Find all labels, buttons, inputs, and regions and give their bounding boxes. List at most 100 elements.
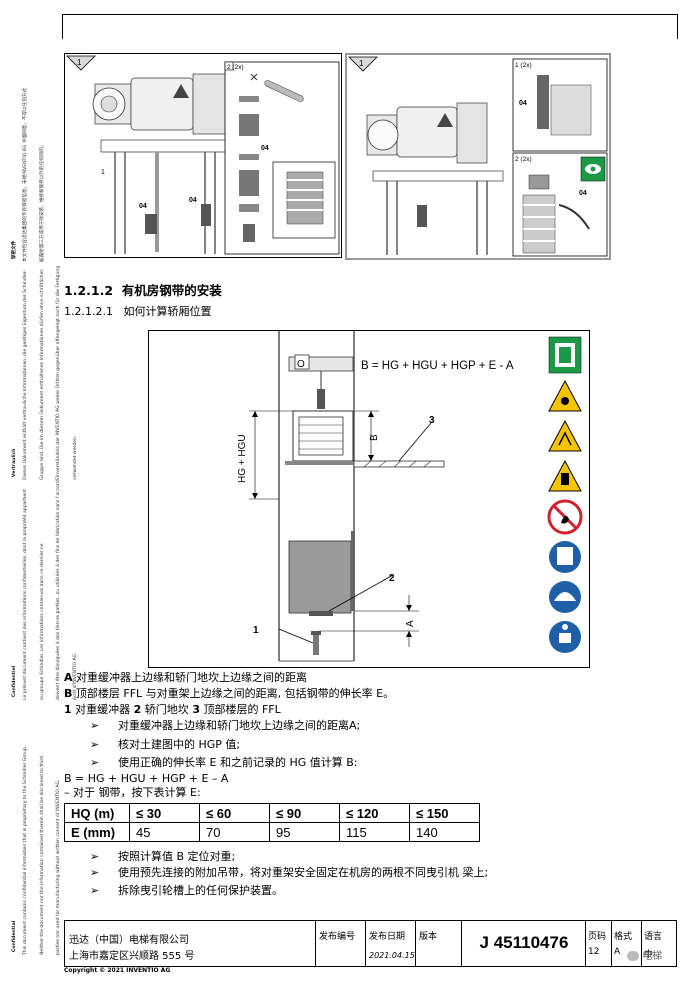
part-label: 04 <box>189 197 197 204</box>
footer-format-cell: 格式 A <box>611 921 642 966</box>
bullet-arrow-icon: ➢ <box>90 756 100 769</box>
dim-label-a: A <box>405 620 416 627</box>
footer-doc-number: J 45110476 <box>479 933 569 952</box>
detail-label: 1 (2x) <box>515 62 532 69</box>
illustration-top-left: 1 1 04 04 2 (2x) 04 <box>64 53 342 258</box>
step-item: ➢对重缓冲器上边缘和轿门地坎上边缘之间的距离A; <box>90 719 360 733</box>
table-row: E (mm) 45 70 95 115 140 <box>64 822 480 842</box>
footer-version-cell: 版本 <box>415 921 462 966</box>
callout-2: 2 <box>389 573 395 584</box>
table-cell: 95 <box>269 822 340 842</box>
table-cell: 115 <box>339 822 410 842</box>
table-header-row: HQ (m) ≤ 30 ≤ 60 ≤ 90 ≤ 120 ≤ 150 <box>64 803 480 823</box>
subsection-heading: 1.2.1.2.1 如何计算轿厢位置 <box>64 303 211 319</box>
footer-page-label: 页码 <box>588 932 607 942</box>
table-cell: HQ (m) <box>64 803 130 823</box>
sidebar-cn-line: 披露给第三方或用于除安装、维修和保养以外的任何目的。 <box>39 142 45 262</box>
car-position-figure: O 3 B HG + HGU <box>148 330 590 668</box>
callout-1: 1 <box>253 625 259 636</box>
illustration-top-right: 1 1 (2x) 04 2 (2x) 04 <box>345 53 611 260</box>
table-cell: 70 <box>199 822 270 842</box>
subsection-number: 1.2.1.2.1 <box>64 305 113 318</box>
sidebar-en-title: Confidential <box>11 920 17 953</box>
watermark-badge: 电梯 <box>627 947 662 962</box>
formula-text: B = HG + HGU + HGP + E – A <box>64 772 229 785</box>
sidebar-fr-line: écrit d'INVENTIO AG. <box>73 652 79 700</box>
dim-label-hg-hgu: HG + HGU <box>237 434 248 483</box>
sidebar-en-line: parties nor used for manufacturing witho… <box>56 779 62 955</box>
sidebar-fr-line: doivent être divulguées à des tierces pa… <box>56 480 62 700</box>
section-heading: 1.2.1.2 有机房钢带的安装 <box>64 280 222 299</box>
shaft-diagram: O 3 B HG + HGU <box>237 331 583 662</box>
table-cell: ≤ 60 <box>199 803 270 823</box>
table-cell: ≤ 150 <box>409 803 480 823</box>
footer-issue-date: 2021.04.15 <box>369 951 415 960</box>
falling-objects-warning-icon <box>548 379 582 412</box>
machine-drawing-right: 1 1 (2x) 04 2 (2x) 04 <box>348 56 608 257</box>
bullet-arrow-icon: ➢ <box>90 738 100 751</box>
sidebar-fr-line: au groupe Schindler. Les informations co… <box>39 543 45 700</box>
sidebar-cn-notice: 保密文件 本文件包含迅达集团的专有保密信息，未经INVENTIO AG 书面同意… <box>6 88 51 262</box>
subsection-title: 如何计算轿厢位置 <box>123 305 212 318</box>
fall-hazard-warning-icon <box>548 419 582 452</box>
part-label: 04 <box>519 100 527 107</box>
footer-format-label: 格式 <box>614 932 633 942</box>
footer-format: A <box>614 947 621 957</box>
formula-in-figure: B = HG + HGU + HGP + E - A <box>361 360 514 372</box>
label-o: O <box>297 359 305 370</box>
footer-version-label: 版本 <box>419 932 438 942</box>
machine-drawing-left: 1 1 04 04 2 (2x) 04 <box>66 55 340 255</box>
chat-bubble-icon <box>627 951 639 961</box>
table-cell: ≤ 30 <box>129 803 200 823</box>
bullet-arrow-icon: ➢ <box>90 866 100 879</box>
legend-text-2: 轿门地坎 <box>141 703 193 716</box>
sidebar-fr-line: Le présent document contient des informa… <box>22 489 28 700</box>
legend-text-b: 顶部楼层 FFL 与对重架上边缘之间的距离, 包括钢带的伸长率 E。 <box>72 687 395 700</box>
sidebar-de-line: Dieses Dokument enthält vertrauliche Inf… <box>22 269 28 480</box>
step-text: 拆除曳引轮槽上的任何保护装置。 <box>118 884 283 897</box>
step-text: 对重缓冲器上边缘和轿门地坎上边缘之间的距离A; <box>118 719 361 732</box>
table-cell: ≤ 90 <box>269 803 340 823</box>
table-cell: 140 <box>409 822 480 842</box>
legend-text-3: 顶部楼层的 FFL <box>199 703 281 716</box>
sidebar-en-line: Neither the document nor the information… <box>39 755 45 955</box>
table-cell: ≤ 120 <box>339 803 410 823</box>
bullet-arrow-icon: ➢ <box>90 850 100 863</box>
footer-issue-no-cell: 发布编号 <box>315 921 366 966</box>
legend-key-2: 2 <box>133 703 142 716</box>
footer-lang: 中 <box>644 950 654 960</box>
step-item: ➢使用正确的伸长率 E 和之前记录的 HG 值计算 B: <box>90 756 357 770</box>
legend-line-numbers: 1 对重缓冲器 2 轿门地坎 3 顶部楼层的 FFL <box>64 703 281 717</box>
part-label: 04 <box>139 203 147 210</box>
sidebar-fr-title: Confidentiel <box>11 665 17 698</box>
part-label: 1 <box>101 169 105 176</box>
footer-company: 迅达（中国）电梯有限公司 <box>69 935 189 946</box>
sidebar-cn-line: 本文件包含迅达集团的专有保密信息，未经INVENTIO AG 书面同意，不得以任… <box>22 87 28 262</box>
step-text: 使用预先连接的附加吊带，将对重架安全固定在机房的两根不同曳引机 梁上; <box>118 866 489 879</box>
legend-line-b: B 顶部楼层 FFL 与对重架上边缘之间的距离, 包括钢带的伸长率 E。 <box>64 687 394 701</box>
legend-key-3: 3 <box>192 703 200 716</box>
section-title: 有机房钢带的安装 <box>121 283 222 298</box>
footer-doc-number-cell: J 45110476 <box>461 921 586 966</box>
dim-label-b: B <box>369 434 380 441</box>
footer-issue-no-label: 发布编号 <box>319 932 356 942</box>
step-item: ➢ 按照计算值 B 定位对重; <box>90 850 235 864</box>
table-cell: 45 <box>129 822 200 842</box>
callout-3: 3 <box>429 415 435 426</box>
legend-text-a: 对重缓冲器上边缘和轿门地坎上边缘之间的距离 <box>72 671 308 684</box>
section-number: 1.2.1.2 <box>64 283 114 298</box>
step-item: ➢ 使用预先连接的附加吊带，将对重架安全固定在机房的两根不同曳引机 梁上; <box>90 866 488 880</box>
legend-key-a: A <box>64 671 73 684</box>
footer-address: 上海市嘉定区兴顺路 555 号 <box>69 951 195 962</box>
sidebar-de-line: Gruppe sind. Die im diesem Dokument enth… <box>39 269 45 480</box>
footer-issue-date-label: 发布日期 <box>369 932 406 942</box>
step-number-label: 1 <box>359 59 364 68</box>
copyright-notice: Copyright © 2021 INVENTIO AG <box>64 967 171 974</box>
step-text: 按照计算值 B 定位对重; <box>118 850 236 863</box>
bullet-arrow-icon: ➢ <box>90 884 100 897</box>
sidebar-de-line: Einverständnis der INVENTIO AG weder Dri… <box>56 265 62 480</box>
footer-issue-date-cell: 发布日期 2021.04.15 <box>365 921 416 966</box>
part-label: 04 <box>579 190 587 197</box>
step-number-label: 1 <box>77 58 82 67</box>
detail-label: 2 (2x) <box>227 64 244 71</box>
